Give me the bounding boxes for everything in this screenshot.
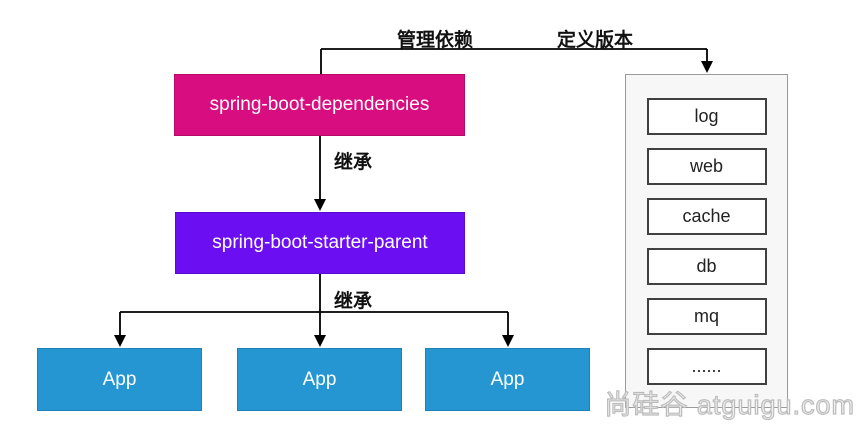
edge-label-inherit-bottom: 继承 <box>334 291 373 312</box>
dependency-item: log <box>646 98 767 135</box>
edge-label-define-versions: 定义版本 <box>557 30 634 51</box>
dependency-panel-list: log web cache db mq...... <box>626 75 787 385</box>
node-spring-boot-dependencies: spring-boot-dependencies <box>174 74 465 136</box>
edge-label-inherit-top: 继承 <box>334 152 373 173</box>
dependency-item: web <box>646 148 767 185</box>
node-app-2: App <box>237 348 402 411</box>
dependency-item: mq <box>646 298 767 335</box>
node-spring-boot-starter-parent: spring-boot-starter-parent <box>175 212 465 274</box>
node-app-1: App <box>37 348 202 411</box>
dependency-item: db <box>646 248 767 285</box>
edge-label-manage-dependencies: 管理依赖 <box>397 30 474 51</box>
dependency-item: ...... <box>646 348 767 385</box>
dependency-panel: log web cache db mq...... <box>625 74 788 408</box>
node-app-3: App <box>425 348 590 411</box>
watermark: 尚硅谷 atguigu.com <box>604 389 855 420</box>
dependency-item: cache <box>646 198 767 235</box>
